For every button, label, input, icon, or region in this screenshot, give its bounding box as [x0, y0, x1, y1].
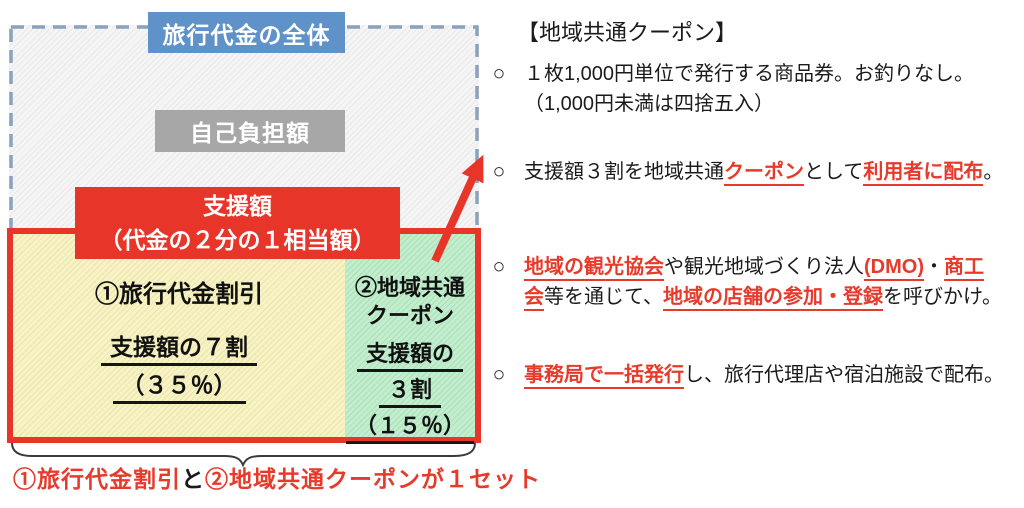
bullet-circle-icon: ○ [492, 255, 506, 278]
bullet-item-distribution: ○ 支援額３割を地域共通クーポンとして利用者に配布。 [486, 157, 1003, 187]
text-segment: や観光地域づくり法人 [664, 256, 864, 278]
regional-coupon-percent: （１５％） [345, 412, 474, 444]
regional-coupon-title-line2: クーポン [365, 303, 454, 328]
total-price-label: 旅行代金の全体 [148, 12, 345, 53]
text-segment: （1,000円未満は四捨五入） [524, 93, 775, 115]
self-payment-label-text: 自己負担額 [190, 120, 310, 146]
regional-coupon-area: ②地域共通 クーポン 支援額の ３割 （１５％） [345, 234, 475, 444]
text-segment: ②地域共通クーポンが１セット [205, 466, 541, 492]
subsidy-amount-line1: 支援額 [203, 193, 272, 219]
bullet-text: 支援額３割を地域共通クーポンとして利用者に配布。 [524, 157, 1003, 187]
text-segment: ・ [923, 256, 944, 278]
total-price-label-text: 旅行代金の全体 [162, 21, 331, 48]
bullet-circle-icon: ○ [492, 160, 506, 183]
bullet-line: 支援額３割を地域共通クーポンとして利用者に配布。 [524, 157, 1003, 187]
bullet-line: 地域の観光協会や観光地域づくり法人(DMO)・商工 [524, 252, 1002, 282]
bullet-circle-icon: ○ [492, 363, 506, 386]
travel-discount-title: ①旅行代金割引 [95, 281, 263, 308]
bullet-item-registration: ○ 地域の観光協会や観光地域づくり法人(DMO)・商工 会等を通じて、地域の店舗… [486, 252, 1002, 312]
bullet-line: 事務局で一括発行し、旅行代理店や宿泊施設で配布。 [524, 360, 1004, 390]
subsidy-amount-label: 支援額 （代金の２分の１相当額） [75, 187, 400, 259]
regional-coupon-share-line2: ３割 [378, 376, 441, 408]
subsidy-amount-line2: （代金の２分の１相当額） [99, 227, 376, 253]
bullet-text: 事務局で一括発行し、旅行代理店や宿泊施設で配布。 [524, 360, 1004, 390]
text-segment: (DMO) [864, 256, 924, 281]
text-segment: 支援額３割を地域共通 [524, 161, 724, 183]
text-segment: ①旅行代金割引 [13, 466, 181, 492]
text-segment: 事務局で一括発行 [524, 364, 684, 389]
text-segment: 等を通じて、 [544, 286, 663, 308]
text-segment: として [804, 161, 864, 183]
text-segment: と [181, 466, 205, 492]
bullet-line: １枚1,000円単位で発行する商品券。お釣りなし。 [524, 59, 974, 89]
bullet-text: １枚1,000円単位で発行する商品券。お釣りなし。 （1,000円未満は四捨五入… [524, 59, 974, 119]
text-segment: を呼びかけ。 [883, 286, 1002, 308]
bullet-line: （1,000円未満は四捨五入） [524, 89, 974, 119]
travel-discount-share: 支援額の７割 [101, 332, 257, 366]
panel-heading: 【地域共通クーポン】 [517, 20, 738, 45]
text-segment: 商工 [943, 256, 984, 281]
travel-discount-percent: （３５％） [112, 370, 246, 404]
bullet-item-coupon-unit: ○ １枚1,000円単位で発行する商品券。お釣りなし。 （1,000円未満は四捨… [486, 59, 974, 119]
regional-coupon-share-line1: 支援額の [356, 340, 463, 372]
text-segment: クーポン [724, 161, 804, 186]
bullet-line: 会等を通じて、地域の店舗の参加・登録を呼びかけ。 [524, 282, 1002, 312]
text-segment: 会 [524, 286, 544, 311]
self-payment-label: 自己負担額 [155, 110, 345, 152]
text-segment: 地域の観光協会 [524, 256, 664, 281]
bullet-text: 地域の観光協会や観光地域づくり法人(DMO)・商工 会等を通じて、地域の店舗の参… [524, 252, 1002, 312]
regional-coupon-title-line1: ②地域共通 [354, 275, 465, 300]
subsidy-box: ①旅行代金割引 支援額の７割 （３５％） ②地域共通 クーポン 支援額の ３割 … [7, 228, 481, 444]
text-segment: し、旅行代理店や宿泊施設で配布。 [684, 364, 1004, 386]
text-segment: 地域の店舗の参加・登録 [663, 286, 883, 311]
travel-discount-area: ①旅行代金割引 支援額の７割 （３５％） [13, 234, 345, 437]
bullet-circle-icon: ○ [492, 62, 506, 85]
bullet-item-issuing: ○ 事務局で一括発行し、旅行代理店や宿泊施設で配布。 [486, 360, 1004, 390]
text-segment: 。 [983, 161, 1004, 183]
set-caption: ①旅行代金割引と②地域共通クーポンが１セット [13, 460, 541, 494]
text-segment: １枚1,000円単位で発行する商品券。お釣りなし。 [524, 63, 975, 85]
text-segment: 利用者に配布 [863, 161, 984, 186]
